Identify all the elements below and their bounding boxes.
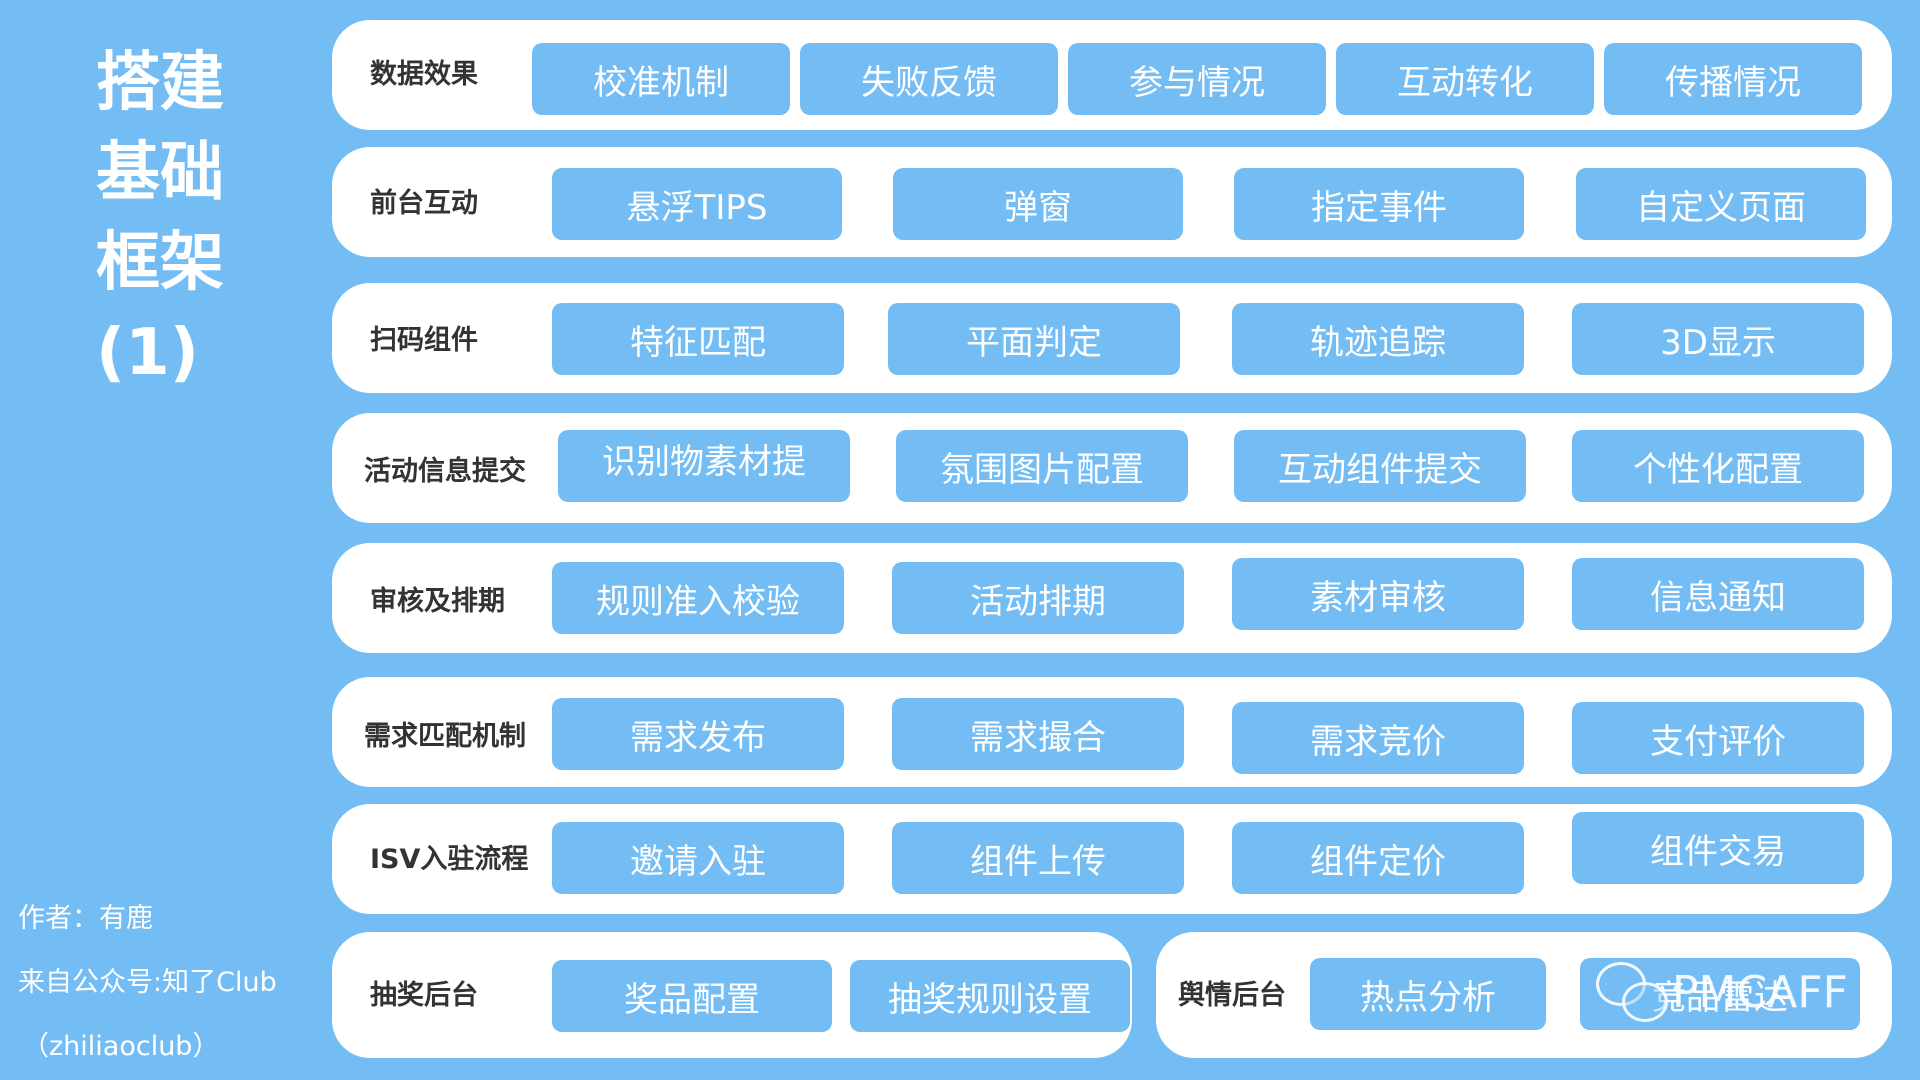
node-box: 失败反馈 — [800, 43, 1058, 115]
row-label: 审核及排期 — [370, 586, 505, 617]
node-box: 自定义页面 — [1576, 168, 1866, 240]
node-box: 信息通知 — [1572, 558, 1864, 630]
node-box: 活动排期 — [892, 562, 1184, 634]
node-box: 传播情况 — [1604, 43, 1862, 115]
title-line: 基础 — [96, 136, 224, 210]
row-label: ISV入驻流程 — [370, 844, 529, 875]
title-line: 搭建 — [96, 46, 224, 120]
node-box: 个性化配置 — [1572, 430, 1864, 502]
row-label: 活动信息提交 — [364, 456, 526, 487]
node-box: 3D显示 — [1572, 303, 1864, 375]
row-label: 需求匹配机制 — [364, 721, 526, 752]
node-box: 指定事件 — [1234, 168, 1524, 240]
node-box: 邀请入驻 — [552, 822, 844, 894]
node-box: 平面判定 — [888, 303, 1180, 375]
node-box: 氛围图片配置 — [896, 430, 1188, 502]
node-box: 识别物素材提 — [558, 430, 850, 502]
row-label: 抽奖后台 — [370, 980, 478, 1011]
node-box: 弹窗 — [893, 168, 1183, 240]
node-box: 支付评价 — [1572, 702, 1864, 774]
node-box: 组件交易 — [1572, 812, 1864, 884]
node-box: 悬浮TIPS — [552, 168, 842, 240]
node-box: 热点分析 — [1310, 958, 1546, 1030]
node-box: 组件定价 — [1232, 822, 1524, 894]
row-label: 舆情后台 — [1178, 980, 1286, 1011]
node-box: 需求发布 — [552, 698, 844, 770]
node-box: 互动组件提交 — [1234, 430, 1526, 502]
node-box: 奖品配置 — [552, 960, 832, 1032]
node-box: 需求竞价 — [1232, 702, 1524, 774]
node-box: 轨迹追踪 — [1232, 303, 1524, 375]
node-box: 素材审核 — [1232, 558, 1524, 630]
watermark-text: PMCAFF — [1672, 966, 1848, 1018]
node-box: 特征匹配 — [552, 303, 844, 375]
node-box: 校准机制 — [532, 43, 790, 115]
row-label: 扫码组件 — [370, 325, 478, 356]
node-box: 组件上传 — [892, 822, 1184, 894]
node-box: 互动转化 — [1336, 43, 1594, 115]
title-line: 框架 — [96, 226, 224, 300]
title-line: (1) — [96, 316, 200, 390]
source-credit: 来自公众号:知了Club — [18, 967, 277, 998]
handle-credit: （zhiliaoclub） — [22, 1031, 220, 1062]
pmcaff-watermark: PMCAFF — [1596, 962, 1848, 1022]
node-box: 参与情况 — [1068, 43, 1326, 115]
slide-title: 搭建 基础 框架 (1) — [96, 38, 224, 398]
node-box: 规则准入校验 — [552, 562, 844, 634]
node-box: 需求撮合 — [892, 698, 1184, 770]
row-label: 前台互动 — [370, 188, 478, 219]
author-credit: 作者：有鹿 — [18, 903, 153, 934]
row-label: 数据效果 — [370, 59, 478, 90]
wechat-icon — [1596, 962, 1668, 1022]
node-box: 抽奖规则设置 — [850, 960, 1130, 1032]
